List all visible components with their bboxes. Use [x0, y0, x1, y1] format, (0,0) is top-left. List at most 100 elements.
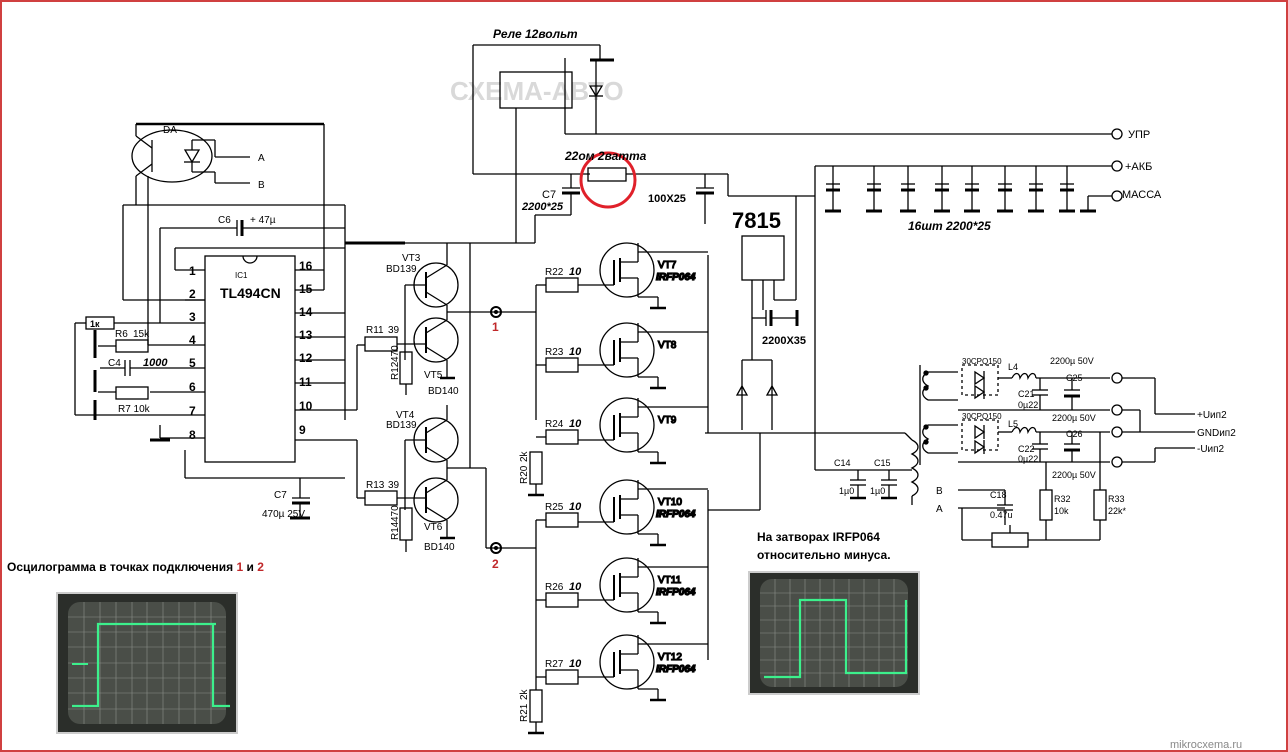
gate-resistor-ref: R23 [545, 347, 564, 358]
ic-pin-left-4: 4 [189, 333, 196, 347]
mosfet-ref: VT9 [658, 415, 677, 426]
d1-label: 30CPQ150 [962, 357, 1002, 366]
c26-label: C26 [1066, 429, 1083, 439]
mosfet-vt9 [578, 397, 708, 465]
mosfet-ref: VT10 [658, 497, 682, 508]
mosfet-ref: VT12 [658, 652, 682, 663]
da-label: DA [163, 125, 177, 136]
c22-value: 0µ22 [1018, 454, 1038, 464]
vt6-label: VT6 [424, 522, 443, 533]
ic-pin-left-3: 3 [189, 310, 196, 324]
r21-value: 2k [519, 688, 530, 700]
vt5-body [413, 317, 459, 363]
c14-label: C14 [834, 458, 851, 468]
vt4-label: VT4 [396, 410, 415, 421]
r12-value: 470 [390, 345, 401, 362]
ic-pin-left-5: 5 [189, 356, 196, 370]
c21-label: C21 [1018, 389, 1035, 399]
vt3-model: BD139 [386, 264, 417, 275]
relay-box [499, 71, 573, 109]
oscillogram-left-trace [68, 602, 230, 724]
gate-resistor-value: 10 [569, 581, 582, 593]
ic-ref: IC1 [235, 271, 248, 280]
scope-left-node2: 2 [257, 560, 264, 574]
r11-label: R11 [366, 325, 384, 336]
ic-pin-left-2: 2 [189, 287, 196, 301]
gate-resistor-value: 10 [569, 501, 582, 513]
c25-top-label: 2200µ 50V [1050, 356, 1094, 366]
ic-pin-right-15: 15 [299, 282, 313, 296]
r14-value: 470 [390, 505, 401, 522]
mosfet-vt11 [578, 557, 708, 625]
gate-resistor-ref: R22 [545, 267, 564, 278]
c18-value: 0.47u [990, 510, 1013, 520]
watermark-text: СХЕМА-АВТО [450, 76, 624, 106]
caps-bank-label: 16шт 2200*25 [908, 219, 991, 233]
mosfet-model: IRFP064 [656, 587, 696, 598]
credit-text: mikrocxema.ru [1170, 739, 1242, 751]
mosfet-group: VT7IRFP064VT8VT9VT10IRFP064VT11IRFP064VT… [578, 242, 708, 702]
r13-value: 39 [388, 480, 400, 491]
mosfet-model: IRFP064 [656, 509, 696, 520]
b-label: B [258, 180, 265, 191]
output-section [815, 364, 1195, 548]
gate-resistor-ref: R25 [545, 502, 564, 513]
mosfet-vt8 [578, 322, 708, 390]
vt6-body [413, 477, 459, 523]
c21-value: 0µ22 [1018, 400, 1038, 410]
r32-value: 10k [1054, 506, 1069, 516]
optocoupler-body [131, 129, 213, 183]
labels: Реле 12вольт 22ом 2ватта УПР +АКБ МАССА … [90, 27, 1236, 722]
c18-label: C18 [990, 490, 1007, 500]
mosfet-vt10 [578, 479, 708, 547]
r21-label: R21 [519, 703, 530, 722]
mosfet-ref: VT7 [658, 260, 677, 271]
c14-value: 1µ0 [839, 486, 854, 496]
r13-label: R13 [366, 480, 385, 491]
c4-label: C4 [108, 358, 121, 369]
c6-label: C6 [218, 215, 231, 226]
node-markers [490, 306, 502, 554]
c4-value: 1000 [143, 357, 168, 369]
resistor-label: 22ом 2ватта [564, 149, 647, 163]
ic-pin-right-14: 14 [299, 305, 313, 319]
akb-label: +АКБ [1125, 161, 1152, 173]
highlight-circle [579, 151, 637, 209]
ic-pin-right-10: 10 [299, 399, 313, 413]
c7a-value: 2200*25 [521, 201, 564, 213]
scope-right-caption-1: На затворах IRFP064 [757, 530, 880, 544]
ic-tl494-body [204, 255, 296, 463]
mosfet-vt7 [578, 242, 708, 310]
c7b-label: C7 [274, 490, 287, 501]
scope-right-caption-2: относительно минуса. [757, 548, 891, 562]
resistor-22ohm [587, 167, 627, 182]
gate-resistor-ref: R24 [545, 419, 564, 430]
ic-pin-right-16: 16 [299, 259, 313, 273]
gate-resistor-value: 10 [569, 658, 582, 670]
gate-resistor-ref: R26 [545, 582, 564, 593]
r7-label: R7 10k [118, 404, 151, 415]
c26-value: 2200µ 50V [1052, 470, 1096, 480]
regulator-7815 [741, 235, 785, 281]
ic-pin-left-6: 6 [189, 380, 196, 394]
a-label: A [258, 153, 265, 164]
gnd-label: GNDип2 [1197, 428, 1236, 439]
vt4-model: BD139 [386, 420, 417, 431]
gate-resistor-value: 10 [569, 266, 582, 278]
vt5-label: VT5 [424, 370, 443, 381]
node1-label: 1 [492, 320, 499, 334]
c7a-label: C7 [542, 189, 556, 201]
cap100-label: 100X25 [648, 193, 686, 205]
ic-name: TL494CN [220, 285, 281, 301]
ic-pin-right-9: 9 [299, 423, 306, 437]
gate-resistor-ref: R27 [545, 659, 564, 670]
gate-resistor-value: 10 [569, 346, 582, 358]
main-terminals [1111, 128, 1123, 202]
c15-value: 1µ0 [870, 486, 885, 496]
ic-pin-right-11: 11 [299, 375, 312, 389]
vt6-model: BD140 [424, 542, 455, 553]
vt5-model: BD140 [428, 386, 459, 397]
c6-value: + 47µ [250, 215, 276, 226]
